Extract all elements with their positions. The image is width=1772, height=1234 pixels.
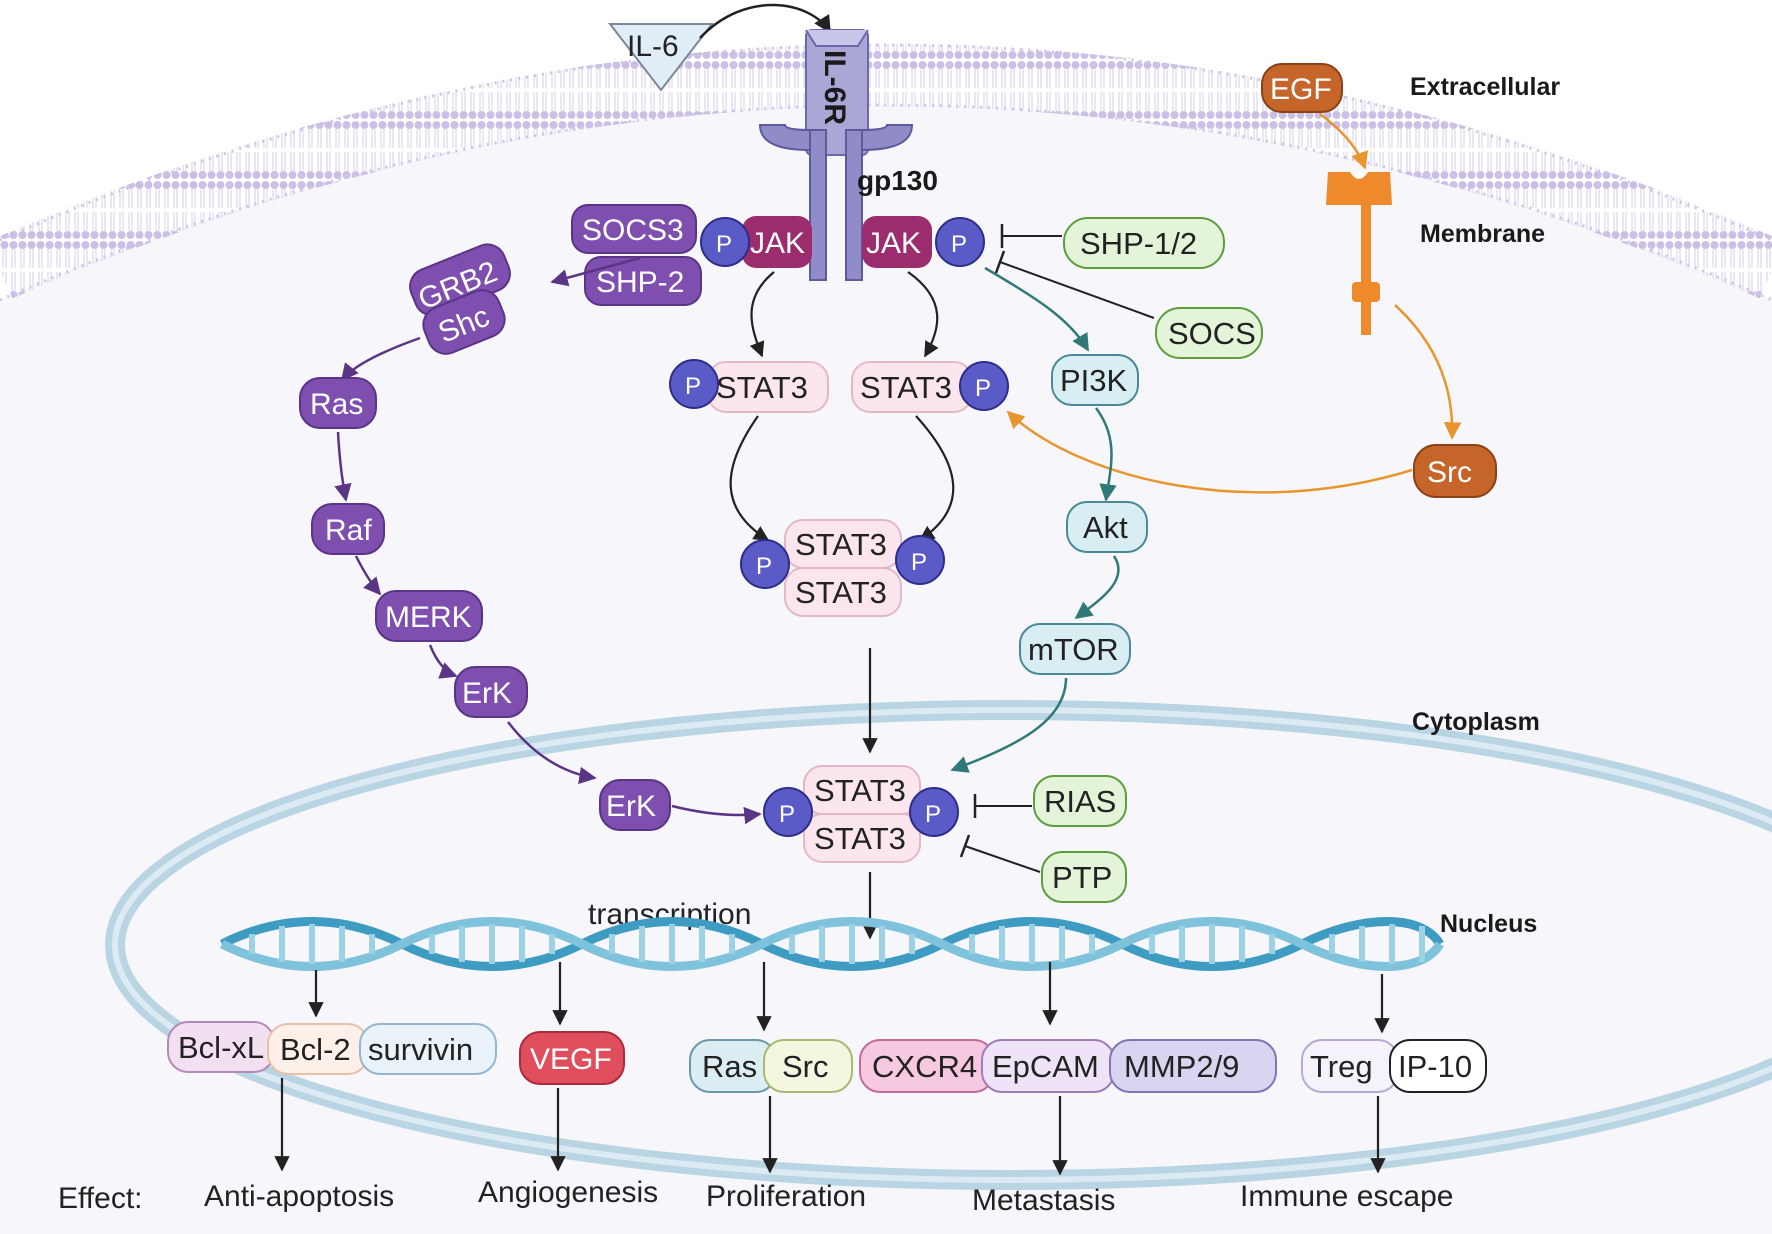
phospho-jak-right: P: [935, 217, 985, 267]
shp12-node: SHP-1/2: [1063, 217, 1225, 269]
svg-text:VEGF: VEGF: [530, 1043, 612, 1076]
svg-text:P: P: [975, 375, 991, 402]
svg-text:SHP-2: SHP-2: [596, 266, 684, 299]
svg-text:SOCS: SOCS: [1168, 316, 1256, 351]
ras-node: Ras: [299, 377, 377, 429]
effect-immune-escape: Immune escape: [1240, 1180, 1453, 1213]
svg-text:PTP: PTP: [1052, 860, 1112, 895]
stat3-dimer-cytoplasm: STAT3 STAT3 P P: [740, 519, 945, 617]
pi3k-node: PI3K: [1051, 354, 1139, 406]
raf-node: Raf: [311, 503, 385, 555]
svg-text:RIAS: RIAS: [1044, 784, 1116, 819]
effect-label: Effect:: [58, 1182, 143, 1215]
svg-text:ErK: ErK: [606, 790, 656, 823]
target-vegf: VEGF: [519, 1031, 625, 1085]
egf-node: EGF: [1261, 63, 1343, 113]
svg-text:IL-6R: IL-6R: [818, 50, 851, 125]
svg-text:P: P: [951, 231, 967, 258]
svg-text:P: P: [925, 801, 941, 828]
svg-text:MERK: MERK: [385, 601, 472, 634]
svg-text:STAT3: STAT3: [716, 370, 808, 405]
mtor-node: mTOR: [1019, 623, 1131, 675]
egf-receptor: [1326, 172, 1392, 335]
svg-text:STAT3: STAT3: [860, 370, 952, 405]
il6-ligand: IL-6: [607, 23, 715, 92]
svg-text:P: P: [716, 231, 732, 258]
svg-text:EpCAM: EpCAM: [992, 1049, 1099, 1084]
phospho-jak-left: P: [700, 217, 750, 267]
svg-text:survivin: survivin: [368, 1032, 473, 1067]
svg-text:IP-10: IP-10: [1398, 1049, 1472, 1084]
svg-text:PI3K: PI3K: [1060, 363, 1128, 398]
rias-node: RIAS: [1033, 775, 1127, 827]
erk-cytoplasm-node: ErK: [454, 666, 528, 718]
merk-node: MERK: [375, 590, 483, 642]
svg-text:Ras: Ras: [702, 1049, 757, 1084]
effect-proliferation: Proliferation: [706, 1180, 866, 1213]
svg-text:ErK: ErK: [462, 677, 512, 710]
target-bclxl: Bcl-xL: [167, 1021, 275, 1073]
stat3-left: STAT3 P: [669, 359, 829, 413]
membrane-label: Membrane: [1420, 220, 1545, 248]
cell-membrane: [0, 44, 1772, 299]
dna-helix: [219, 917, 1444, 971]
target-epcam: EpCAM: [981, 1039, 1115, 1093]
svg-text:JAK: JAK: [750, 227, 805, 260]
svg-text:MMP2/9: MMP2/9: [1124, 1049, 1239, 1084]
target-src: Src: [763, 1039, 853, 1093]
ptp-node: PTP: [1041, 851, 1127, 903]
erk-nuclear-node: ErK: [599, 779, 671, 831]
akt-node: Akt: [1066, 501, 1148, 553]
target-ras: Ras: [689, 1039, 777, 1093]
effect-anti-apoptosis: Anti-apoptosis: [204, 1180, 394, 1213]
il6r-gp130-receptor: IL-6R gp130: [758, 29, 938, 281]
svg-text:STAT3: STAT3: [795, 527, 887, 562]
target-mmp: MMP2/9: [1109, 1039, 1277, 1093]
svg-text:SHP-1/2: SHP-1/2: [1080, 226, 1197, 261]
svg-text:EGF: EGF: [1270, 73, 1332, 106]
svg-text:Src: Src: [782, 1049, 829, 1084]
svg-text:STAT3: STAT3: [814, 821, 906, 856]
extracellular-label: Extracellular: [1410, 73, 1560, 101]
cytoplasm-label: Cytoplasm: [1412, 708, 1540, 736]
svg-text:CXCR4: CXCR4: [872, 1049, 977, 1084]
svg-text:P: P: [911, 549, 927, 576]
nucleus-label: Nucleus: [1440, 910, 1537, 938]
svg-text:mTOR: mTOR: [1028, 632, 1119, 667]
stat3-right: STAT3 P: [851, 361, 1009, 413]
svg-text:Ras: Ras: [310, 388, 363, 421]
target-ip10: IP-10: [1389, 1039, 1487, 1093]
stat3-dimer-nucleus: STAT3 STAT3 P P: [763, 765, 959, 863]
target-bcl2: Bcl-2: [267, 1023, 369, 1075]
src-node: Src: [1413, 444, 1497, 498]
svg-text:Bcl-xL: Bcl-xL: [178, 1030, 264, 1065]
svg-text:Akt: Akt: [1083, 510, 1128, 545]
svg-text:Src: Src: [1427, 456, 1472, 489]
svg-text:Raf: Raf: [325, 514, 372, 547]
jak-left: JAK: [742, 216, 812, 268]
svg-text:STAT3: STAT3: [814, 773, 906, 808]
target-cxcr4: CXCR4: [859, 1039, 995, 1093]
effect-angiogenesis: Angiogenesis: [478, 1176, 658, 1209]
svg-text:P: P: [779, 801, 795, 828]
svg-text:IL-6: IL-6: [627, 30, 679, 63]
svg-text:JAK: JAK: [866, 227, 921, 260]
socs3-node: SOCS3: [571, 204, 697, 254]
shc-node: Shc: [422, 289, 506, 355]
socs-node: SOCS: [1155, 307, 1263, 359]
svg-text:SOCS3: SOCS3: [582, 214, 684, 247]
effect-metastasis: Metastasis: [972, 1184, 1115, 1217]
target-survivin: survivin: [359, 1023, 497, 1075]
svg-text:STAT3: STAT3: [795, 575, 887, 610]
svg-text:P: P: [685, 373, 701, 400]
svg-text:Bcl-2: Bcl-2: [280, 1032, 351, 1067]
svg-text:P: P: [756, 553, 772, 580]
svg-text:Treg: Treg: [1310, 1049, 1373, 1084]
gp130-label: gp130: [857, 165, 938, 196]
jak-right: JAK: [862, 216, 932, 268]
shp2-node: SHP-2: [584, 256, 702, 306]
target-treg: Treg: [1301, 1039, 1399, 1093]
